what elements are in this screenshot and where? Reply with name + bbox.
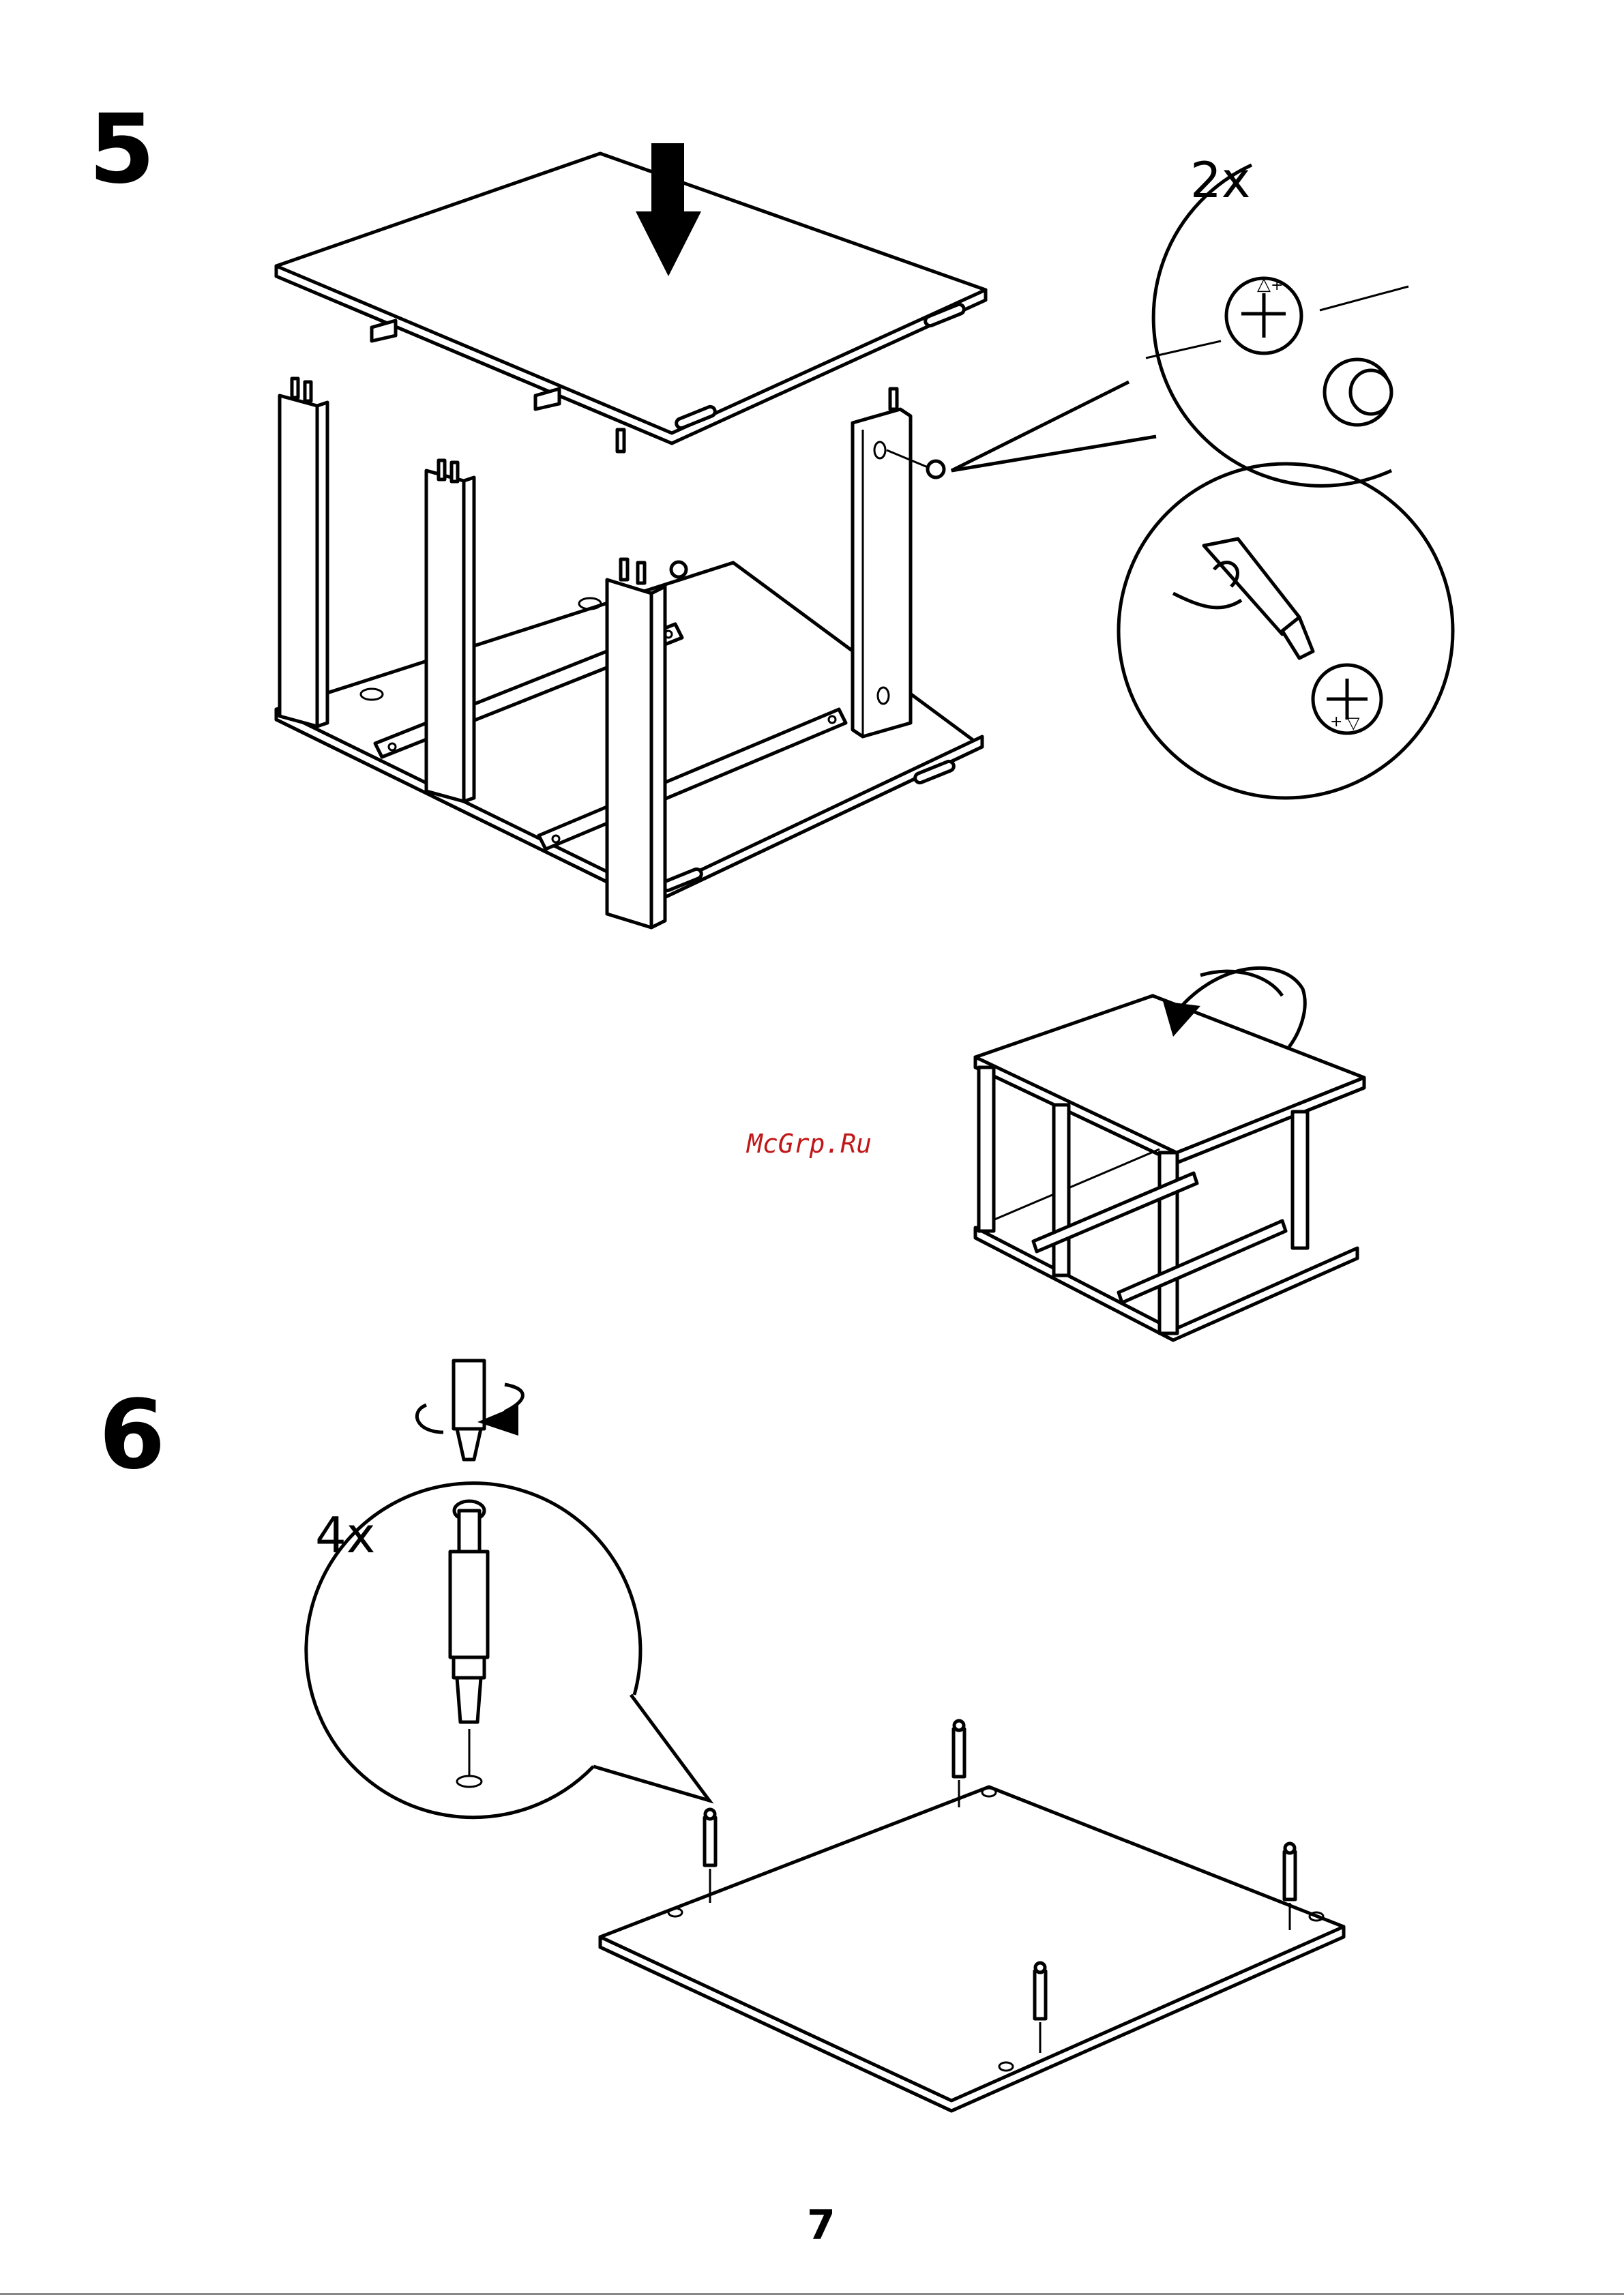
screwdriver-icon <box>417 1361 522 1460</box>
post-right <box>853 389 911 737</box>
step-5-assembly-illustration <box>276 143 986 928</box>
flipped-cabinet-illustration <box>975 968 1364 1340</box>
svg-text:+: + <box>1271 277 1283 294</box>
dowel-screw-icon <box>705 1809 715 1903</box>
svg-text:△: △ <box>1257 274 1271 295</box>
post-front <box>607 559 665 928</box>
svg-text:+: + <box>1330 713 1342 730</box>
top-panel <box>276 153 986 451</box>
screwdriver-icon <box>1173 539 1313 658</box>
post-middle-left <box>426 460 474 801</box>
cam-lock-detail-callout: △ + <box>951 165 1408 486</box>
screwdriver-detail-callout: + ▽ <box>1119 464 1453 798</box>
dowel-screw-icon <box>954 1721 964 1807</box>
svg-text:▽: ▽ <box>1347 713 1360 732</box>
dowel-detail-callout <box>306 1361 709 1818</box>
step-6-panel-illustration <box>600 1721 1344 2111</box>
dowel-screw-icon <box>450 1501 488 1787</box>
post-back-left <box>280 379 327 726</box>
cam-lock-icon: + ▽ <box>1313 665 1381 733</box>
